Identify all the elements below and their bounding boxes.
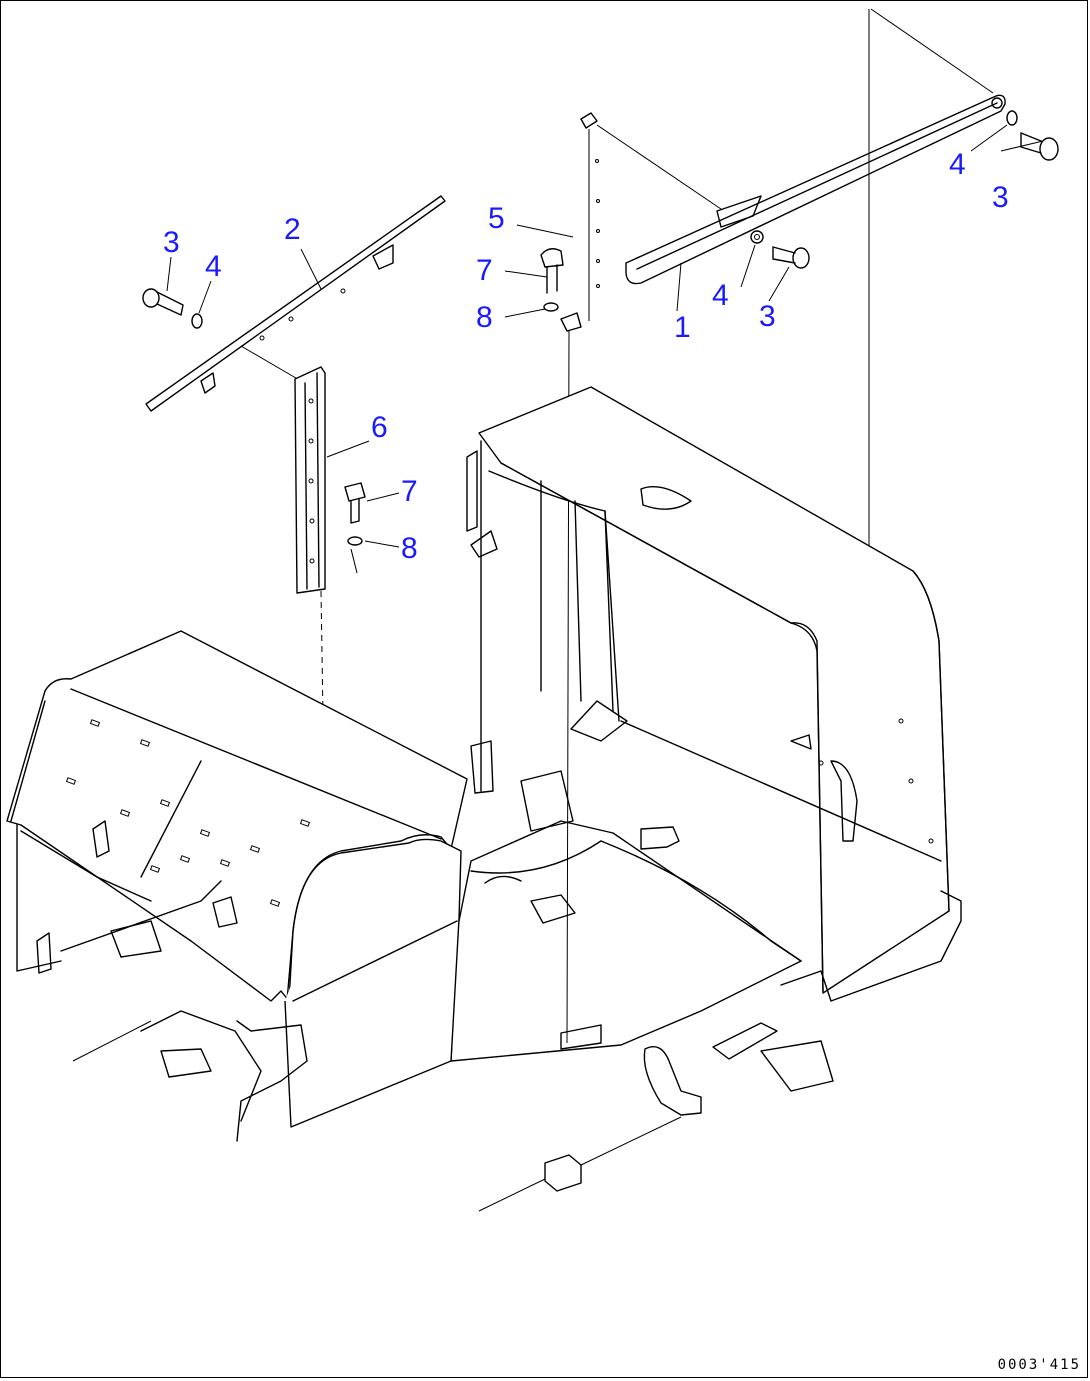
fasteners-mid-left	[344, 482, 366, 574]
part-2-bar	[145, 195, 446, 412]
left-cabinet	[6, 630, 468, 1142]
drawing-code: 0003'415	[997, 1357, 1081, 1373]
callout-4-right-mid: 4	[712, 279, 729, 312]
callout-8-center: 8	[476, 301, 493, 334]
callout-4-left: 4	[205, 250, 222, 283]
callout-3-left: 3	[163, 226, 180, 259]
callout-8-left: 8	[401, 532, 418, 565]
callout-4-right-top: 4	[949, 148, 966, 181]
callout-3-right-top: 3	[992, 181, 1009, 214]
callout-7-left: 7	[401, 475, 418, 508]
floor-frame	[450, 770, 802, 1062]
fasteners-mid-center	[540, 248, 582, 1044]
leader-lines	[166, 124, 1044, 548]
right-cabinet	[466, 386, 950, 994]
callout-7-center: 7	[476, 254, 493, 287]
callout-1: 1	[674, 311, 691, 344]
callout-2: 2	[284, 213, 301, 246]
slot-marks	[65, 719, 311, 907]
callout-3-right-mid: 3	[759, 300, 776, 333]
fasteners-right	[750, 110, 1059, 269]
callout-6: 6	[371, 411, 388, 444]
lower-right-frame	[478, 890, 962, 1212]
callout-5: 5	[488, 202, 505, 235]
part-1-bar	[580, 8, 1006, 786]
fasteners-left	[142, 288, 203, 329]
